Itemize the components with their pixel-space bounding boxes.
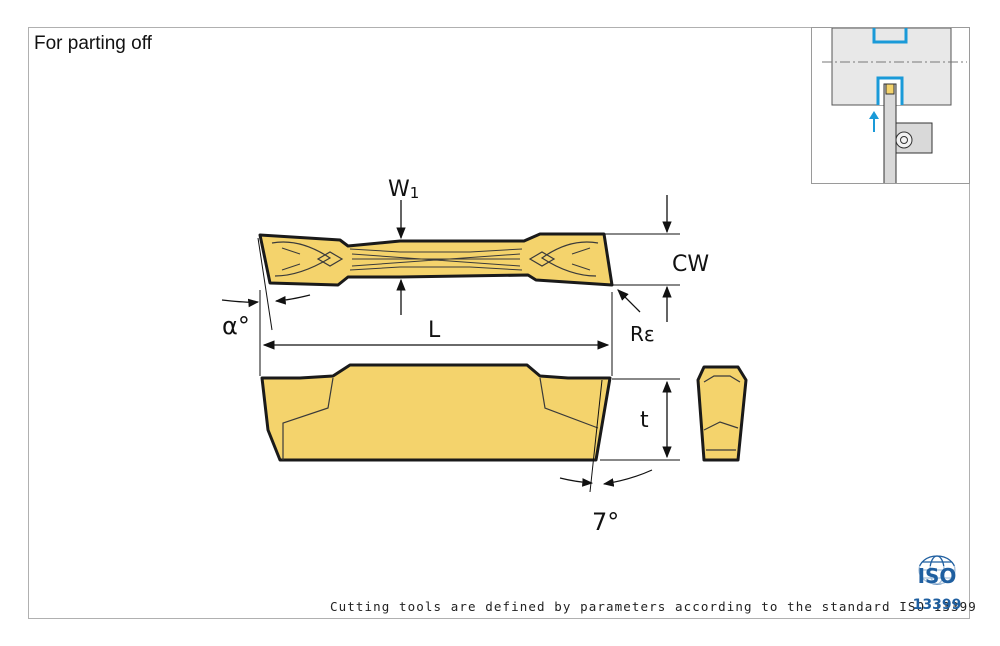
- insert-side-view: [260, 363, 612, 462]
- insert-top-view: [258, 232, 614, 287]
- end-view-top-edge: [703, 375, 741, 383]
- application-sketch: [822, 28, 967, 183]
- upper-groove: [872, 28, 908, 44]
- alpha-label: α°: [222, 312, 250, 340]
- footer-note: Cutting tools are defined by parameters …: [330, 599, 977, 614]
- iso-number: 13399: [913, 597, 962, 612]
- end-view-outline: [696, 365, 748, 462]
- t-dimension: [600, 378, 680, 461]
- l-label: L: [428, 318, 441, 343]
- right-diamond: [528, 251, 556, 267]
- groove-cross-lines: [351, 253, 521, 267]
- l-dimension: [259, 290, 613, 376]
- groove-line-lower: [349, 266, 523, 271]
- re-label: Rε: [630, 322, 655, 346]
- application-inset: [811, 27, 970, 184]
- page-title: For parting off: [34, 33, 152, 54]
- iso-13399-logo: ISO 13399: [913, 555, 962, 612]
- cw-label: CW: [672, 252, 709, 277]
- left-chip-breaker: [271, 241, 332, 277]
- clamp-screw: [895, 131, 913, 149]
- t-label: t: [640, 408, 649, 433]
- right-chip-breaker: [540, 241, 599, 277]
- clearance-angle-dimension: [559, 379, 653, 493]
- feed-arrow-head: [869, 111, 879, 119]
- side-left-facet: [282, 377, 334, 460]
- alpha-dimension: [221, 237, 311, 331]
- re-pointer: [617, 289, 641, 313]
- side-right-facet: [539, 377, 599, 429]
- cw-dimension: [605, 195, 680, 322]
- insert-end-view: [696, 365, 748, 462]
- corner-marks: [281, 247, 591, 271]
- w1-label: W1: [388, 177, 419, 202]
- clearance-angle-label: 7°: [592, 508, 619, 536]
- end-view-facets: [703, 421, 739, 451]
- screw-head: [900, 136, 908, 144]
- left-diamond: [316, 251, 344, 267]
- inset-insert: [885, 83, 895, 95]
- groove-line-upper: [349, 248, 523, 253]
- iso-text: ISO: [918, 564, 957, 588]
- insert-side-outline: [260, 363, 612, 462]
